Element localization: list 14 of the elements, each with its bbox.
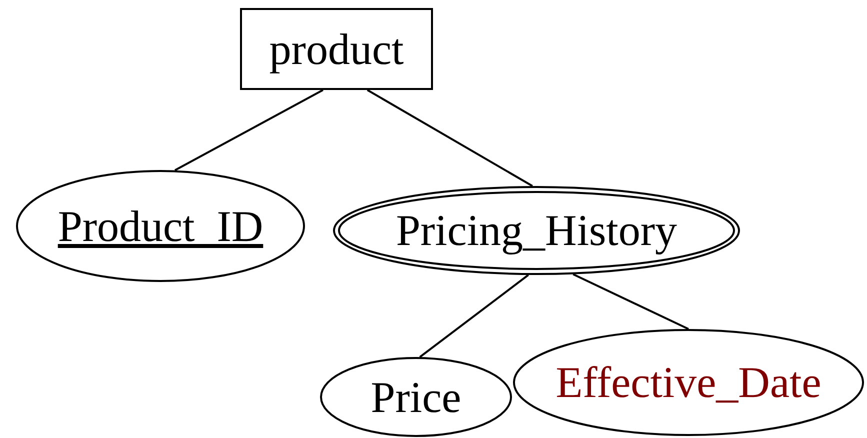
connector-line	[174, 89, 324, 172]
entity-label: product	[269, 24, 404, 74]
multivalued-attribute-ellipse	[333, 186, 740, 275]
attribute-label: Pricing_History	[396, 205, 678, 256]
attribute-label: Effective_Date	[556, 357, 822, 408]
connector-line	[419, 274, 529, 358]
attribute-ellipse	[320, 357, 512, 437]
connector-line	[366, 89, 533, 187]
entity-box	[240, 8, 433, 90]
attribute-ellipse	[513, 329, 864, 436]
connector-line	[572, 273, 689, 330]
key-attribute-label: Product_ID	[58, 200, 264, 252]
attribute-ellipse	[16, 170, 305, 282]
attribute-label: Price	[370, 372, 462, 422]
